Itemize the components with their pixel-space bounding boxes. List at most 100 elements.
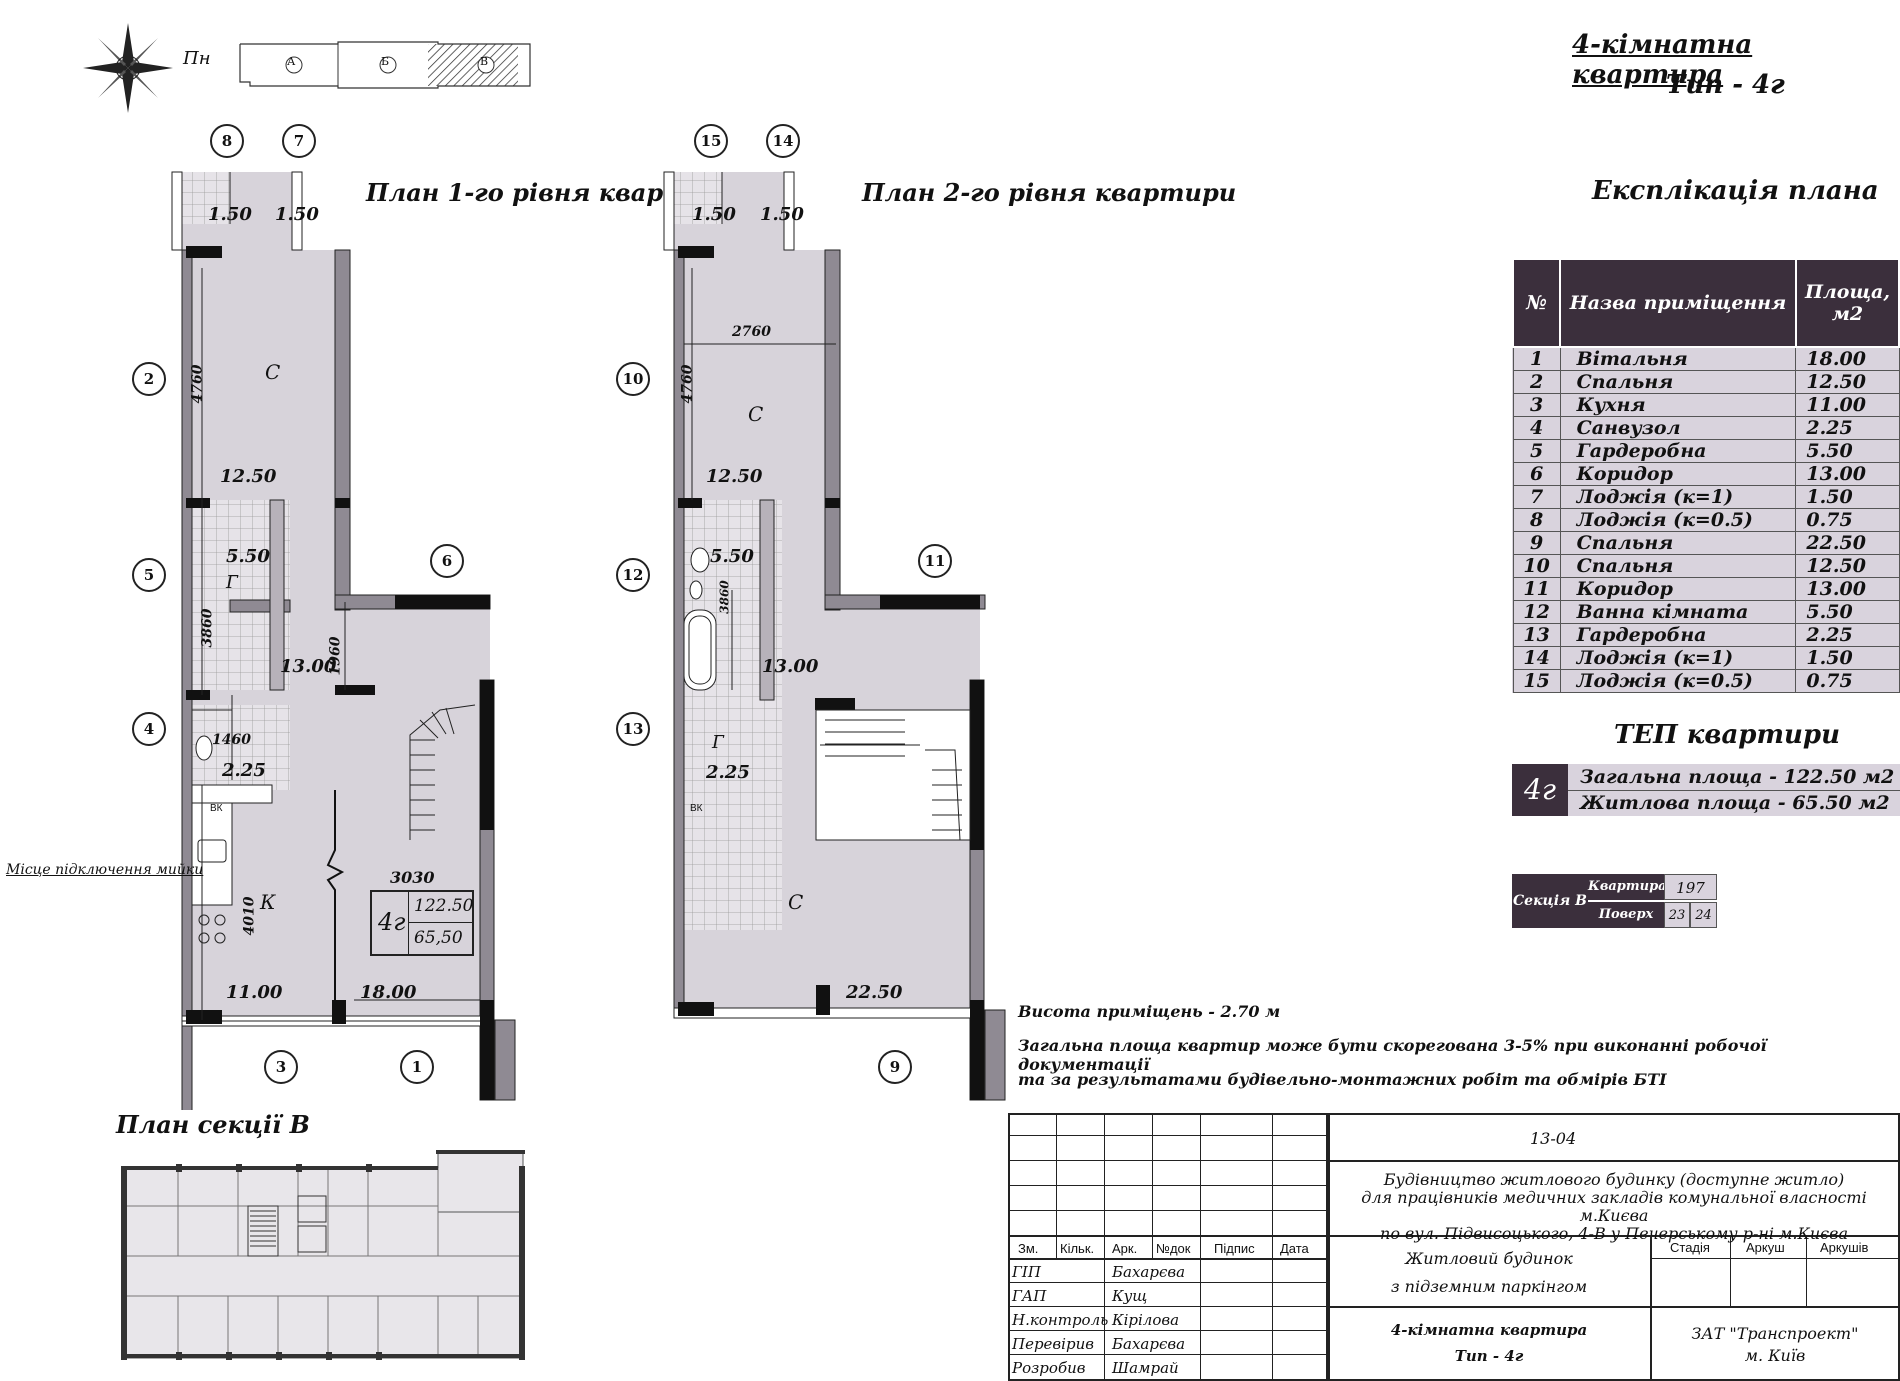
explication-cell-area: 2.25 <box>1795 623 1900 647</box>
l1-marker-5: 5 <box>132 558 166 592</box>
l1-dim-3860: 3860 <box>199 608 216 648</box>
col-ndok: №док <box>1156 1241 1191 1256</box>
l1-area-bedroom: 12.50 <box>220 466 277 487</box>
l1-marker-1: 1 <box>400 1050 434 1084</box>
l2-area-bedroom10: 12.50 <box>706 466 763 487</box>
explication-cell-name: Коридор <box>1559 577 1797 601</box>
name-nkontrol: Кірілова <box>1112 1311 1180 1329</box>
l2-marker-9: 9 <box>878 1050 912 1084</box>
explication-cell-name: Лоджія (к=1) <box>1559 646 1797 670</box>
l1-area-kitchen: 11.00 <box>226 982 283 1003</box>
explication-cell-name: Лоджія (к=0.5) <box>1559 669 1797 693</box>
l1-area-corridor: 13.00 <box>280 656 337 677</box>
l2-marker-13: 13 <box>616 712 650 746</box>
explication-title: Експлікація плана <box>1592 176 1879 206</box>
section-info-box: Секція В Квартира Поверх 197 23 24 <box>1512 874 1717 928</box>
explication-cell-area: 1.50 <box>1795 646 1900 670</box>
section-info-floor2: 24 <box>1690 902 1717 928</box>
l2-room-letter-bedroom10: С <box>748 402 764 426</box>
tep-title: ТЕП квартири <box>1614 720 1840 750</box>
name-gap: Кущ <box>1112 1287 1148 1305</box>
role-rozrobyv: Розробив <box>1012 1359 1086 1377</box>
explication-col-number: № <box>1511 258 1562 348</box>
l2-room-letter-bedroom9: С <box>788 890 804 914</box>
summary-type: 4г <box>378 908 406 936</box>
l1-marker-3: 3 <box>264 1050 298 1084</box>
section-label-b: Б <box>381 55 390 68</box>
note-bti: та за результатами будівельно-монтажних … <box>1018 1070 1667 1089</box>
explication-cell-area: 13.00 <box>1795 462 1900 486</box>
l1-marker-8: 8 <box>210 124 244 158</box>
explication-cell-name: Спальня <box>1559 554 1797 578</box>
explication-cell-area: 13.00 <box>1795 577 1900 601</box>
l1-marker-2: 2 <box>132 362 166 396</box>
explication-cell-area: 2.25 <box>1795 416 1900 440</box>
name-pereviryv: Бахарєва <box>1112 1335 1186 1353</box>
explication-cell-n: 7 <box>1512 485 1561 509</box>
sink-connection-label: Місце підключення мийки <box>6 862 204 878</box>
explication-cell-area: 5.50 <box>1795 439 1900 463</box>
tep-type-badge: 4г <box>1512 764 1568 816</box>
section-info-apt-value: 197 <box>1664 874 1717 900</box>
l1-area-loggia8: 1.50 <box>208 204 252 225</box>
explication-cell-n: 4 <box>1512 416 1561 440</box>
l2-marker-15: 15 <box>694 124 728 158</box>
name-rozrobyv: Шамрай <box>1112 1359 1179 1377</box>
level2-plan-title: План 2-го рівня квартири <box>862 178 1237 207</box>
l2-area-bedroom9: 22.50 <box>846 982 903 1003</box>
section-plan-drawing <box>118 1146 528 1366</box>
sheet-header: Аркуш <box>1746 1240 1785 1255</box>
explication-cell-area: 0.75 <box>1795 508 1900 532</box>
role-nkontrol: Н.контроль <box>1012 1311 1109 1329</box>
explication-cell-name: Кухня <box>1559 393 1797 417</box>
l1-room-letter-wardrobe: Г <box>226 572 238 593</box>
l2-marker-12: 12 <box>616 558 650 592</box>
explication-cell-name: Гардеробна <box>1559 439 1797 463</box>
name-gip: Бахарєва <box>1112 1263 1186 1281</box>
note-area-correction: Загальна площа квартир може бути скорего… <box>1018 1036 1767 1074</box>
explication-cell-name: Гардеробна <box>1559 623 1797 647</box>
l1-dim-3030: 3030 <box>390 868 435 887</box>
section-info-apt-label: Квартира <box>1588 874 1667 902</box>
l2-dim-3860: 3860 <box>717 580 732 614</box>
section-info-label: Секція В <box>1512 874 1588 928</box>
explication-cell-name: Вітальня <box>1559 346 1797 371</box>
l1-room-letter-kitchen: К <box>260 890 276 914</box>
north-label: Пн <box>183 48 211 69</box>
role-gap: ГАП <box>1012 1287 1047 1305</box>
col-pidpys: Підпис <box>1214 1241 1255 1256</box>
l2-room-letter-wardrobe: Г <box>712 732 724 753</box>
section-plan-title: План секції В <box>116 1110 310 1139</box>
l2-marker-11: 11 <box>918 544 952 578</box>
explication-cell-n: 5 <box>1512 439 1561 463</box>
explication-cell-name: Спальня <box>1559 370 1797 394</box>
explication-cell-n: 2 <box>1512 370 1561 394</box>
l1-dim-4010: 4010 <box>241 896 258 936</box>
l1-marker-6: 6 <box>430 544 464 578</box>
l1-area-loggia7: 1.50 <box>275 204 319 225</box>
apartment-summary-box: 4г 122.50 65,50 <box>370 890 474 956</box>
section-info-floor-label: Поверх <box>1588 902 1664 928</box>
project-description: Будівництво житлового будинку (доступне … <box>1361 1170 1867 1243</box>
section-key: А Б В <box>238 38 533 90</box>
summary-living: 65,50 <box>414 928 463 948</box>
l2-area-corridor: 13.00 <box>762 656 819 677</box>
explication-cell-n: 6 <box>1512 462 1561 486</box>
l1-dim-1960: 1960 <box>327 636 344 676</box>
compass-rose <box>78 18 178 118</box>
role-pereviryv: Перевірив <box>1012 1335 1094 1353</box>
building-description: Житловий будинок з підземним паркінгом <box>1390 1249 1588 1296</box>
explication-cell-name: Лоджія (к=0.5) <box>1559 508 1797 532</box>
project-code: 13-04 <box>1530 1129 1577 1148</box>
explication-cell-area: 11.00 <box>1795 393 1900 417</box>
col-kilk: Кільк. <box>1060 1241 1095 1256</box>
